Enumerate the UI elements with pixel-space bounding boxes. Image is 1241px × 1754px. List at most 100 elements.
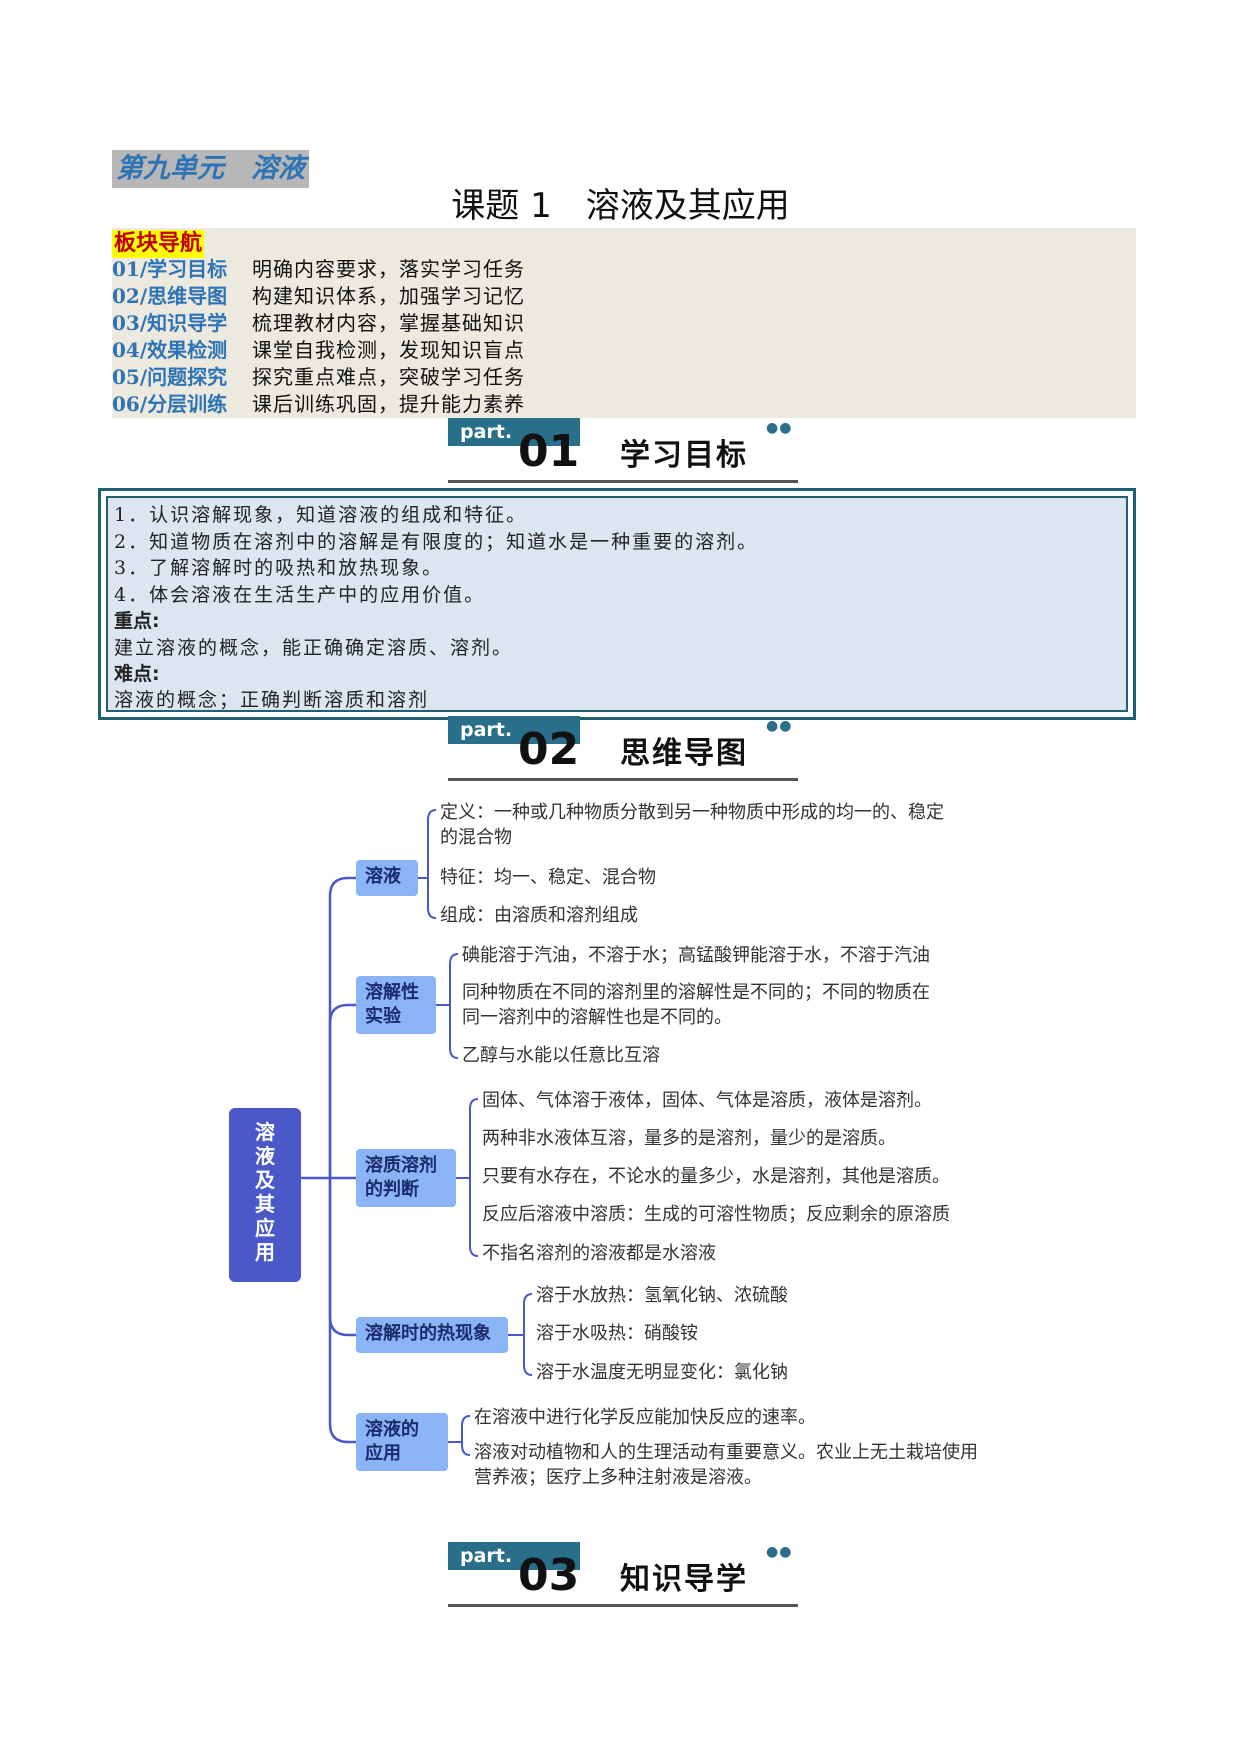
mind-map-branch-label: 的判断 xyxy=(365,1179,419,1200)
section-navigation: 板块导航 01/学习目标明确内容要求，落实学习任务 02/思维导图构建知识体系，… xyxy=(112,228,1136,418)
learning-goals-box: 1．认识溶解现象，知道溶液的组成和特征。 2．知道物质在溶剂中的溶解是有限度的；… xyxy=(98,488,1136,720)
mind-map-branch-label: 溶解时的热现象 xyxy=(365,1323,491,1344)
mind-map-root-label: 溶液及其应用 xyxy=(255,1120,275,1264)
mind-map-leaf: 固体、气体溶于液体，固体、气体是溶质，液体是溶剂。 xyxy=(482,1088,932,1113)
nav-item[interactable]: 05/问题探究探究重点难点，突破学习任务 xyxy=(112,364,525,391)
nav-item-code: 02/思维导图 xyxy=(112,284,228,308)
mind-map-branch: 溶液 xyxy=(356,860,418,896)
mind-map-branch-label: 溶质溶剂 xyxy=(365,1155,437,1176)
part-badge: part. xyxy=(448,418,580,446)
mind-map-leaf-line: 溶液对动植物和人的生理活动有重要意义。农业上无土栽培使用 xyxy=(474,1442,978,1463)
goal-item: 4．体会溶液在生活生产中的应用价值。 xyxy=(114,584,486,606)
mind-map-leaf: 特征：均一、稳定、混合物 xyxy=(440,865,656,890)
mind-map-leaf: 两种非水液体互溶，量多的是溶剂，量少的是溶质。 xyxy=(482,1126,896,1151)
mind-map-leaf-line: 碘能溶于汽油，不溶于水；高锰酸钾能溶于水，不溶于汽油 xyxy=(462,945,930,966)
mind-map-leaf-line: 反应后溶液中溶质：生成的可溶性物质；反应剩余的原溶质 xyxy=(482,1204,950,1225)
mind-map-leaf: 在溶液中进行化学反应能加快反应的速率。 xyxy=(474,1405,816,1430)
mind-map-leaf: 碘能溶于汽油，不溶于水；高锰酸钾能溶于水，不溶于汽油 xyxy=(462,943,930,968)
mind-map-leaf-line: 只要有水存在，不论水的量多少，水是溶剂，其他是溶质。 xyxy=(482,1166,950,1187)
goal-item: 1．认识溶解现象，知道溶液的组成和特征。 xyxy=(114,504,528,526)
nav-item[interactable]: 02/思维导图构建知识体系，加强学习记忆 xyxy=(112,283,525,310)
nav-item-desc: 课堂自我检测，发现知识盲点 xyxy=(252,338,525,362)
mind-map-leaf-line: 溶于水放热：氢氧化钠、浓硫酸 xyxy=(536,1285,788,1306)
difficulty-label: 难点: xyxy=(114,663,160,685)
nav-item[interactable]: 01/学习目标明确内容要求，落实学习任务 xyxy=(112,256,525,283)
nav-item-desc: 课后训练巩固，提升能力素养 xyxy=(252,392,525,416)
part-name: 知识导学 xyxy=(620,1562,748,1597)
mind-map-leaf: 溶于水放热：氢氧化钠、浓硫酸 xyxy=(536,1283,788,1308)
mind-map-leaf: 不指名溶剂的溶液都是水溶液 xyxy=(482,1241,716,1266)
nav-item[interactable]: 03/知识导学梳理教材内容，掌握基础知识 xyxy=(112,310,525,337)
nav-item[interactable]: 06/分层训练课后训练巩固，提升能力素养 xyxy=(112,391,525,418)
mind-map-leaf-line: 特征：均一、稳定、混合物 xyxy=(440,867,656,888)
mind-map-branch-label: 溶液 xyxy=(365,866,401,887)
nav-item-code: 04/效果检测 xyxy=(112,338,228,362)
mind-map-leaf: 反应后溶液中溶质：生成的可溶性物质；反应剩余的原溶质 xyxy=(482,1202,950,1227)
mind-map-leaf: 溶于水温度无明显变化：氯化钠 xyxy=(536,1360,788,1385)
nav-item-code: 03/知识导学 xyxy=(112,311,228,335)
nav-item[interactable]: 04/效果检测课堂自我检测，发现知识盲点 xyxy=(112,337,525,364)
part-header-02: part. 02 思维导图 ●● xyxy=(448,716,798,781)
key-point-text: 建立溶液的概念，能正确确定溶质、溶剂。 xyxy=(114,637,514,659)
nav-heading: 板块导航 xyxy=(112,230,205,258)
mind-map-leaf-line: 营养液；医疗上多种注射液是溶液。 xyxy=(474,1467,762,1488)
part-header-01: part. 01 学习目标 ●● xyxy=(448,418,798,483)
mind-map-leaf-line: 定义：一种或几种物质分散到另一种物质中形成的均一的、稳定 xyxy=(440,802,944,823)
part-number: 01 xyxy=(518,426,580,477)
unit-title: 第九单元 溶液 xyxy=(112,150,309,188)
part-underline xyxy=(448,778,798,781)
mind-map-leaf-line: 乙醇与水能以任意比互溶 xyxy=(462,1045,660,1066)
difficulty-text: 溶液的概念；正确判断溶质和溶剂 xyxy=(114,689,430,711)
mind-map-connector xyxy=(461,1415,471,1456)
mind-map-connector xyxy=(469,1098,479,1257)
goal-item: 2．知道物质在溶剂中的溶解是有限度的；知道水是一种重要的溶剂。 xyxy=(114,531,759,553)
mind-map-leaf-line: 组成：由溶质和溶剂组成 xyxy=(440,905,638,926)
key-point-label: 重点: xyxy=(114,610,160,632)
nav-item-code: 06/分层训练 xyxy=(112,392,228,416)
part-number: 02 xyxy=(518,724,580,775)
nav-item-desc: 明确内容要求，落实学习任务 xyxy=(252,257,525,281)
mind-map-connector xyxy=(449,953,459,1059)
mind-map-branch: 溶解性实验 xyxy=(356,976,436,1034)
mind-map-branch: 溶质溶剂的判断 xyxy=(356,1149,456,1207)
part-badge: part. xyxy=(448,716,580,744)
mind-map-connector xyxy=(523,1293,533,1376)
mind-map-connector xyxy=(328,876,356,1178)
part-underline xyxy=(448,1604,798,1607)
mind-map-leaf-line: 不指名溶剂的溶液都是水溶液 xyxy=(482,1243,716,1264)
mind-map-leaf: 组成：由溶质和溶剂组成 xyxy=(440,903,638,928)
mind-map-branch: 溶液的应用 xyxy=(356,1413,448,1471)
mind-map-branch: 溶解时的热现象 xyxy=(356,1317,508,1353)
mind-map-connector xyxy=(328,1178,356,1337)
mind-map-leaf-line: 固体、气体溶于液体，固体、气体是溶质，液体是溶剂。 xyxy=(482,1090,932,1111)
mind-map-leaf-line: 溶于水温度无明显变化：氯化钠 xyxy=(536,1362,788,1383)
mind-map-leaf: 溶于水吸热：硝酸铵 xyxy=(536,1321,698,1346)
nav-item-desc: 梳理教材内容，掌握基础知识 xyxy=(252,311,525,335)
goal-item: 3．了解溶解时的吸热和放热现象。 xyxy=(114,557,444,579)
decorative-dots-icon: ●● xyxy=(766,1544,793,1560)
part-name: 思维导图 xyxy=(620,736,748,771)
mind-map-connector xyxy=(328,1003,356,1178)
part-badge: part. xyxy=(448,1542,580,1570)
mind-map-leaf-line: 同一溶剂中的溶解性也是不同的。 xyxy=(462,1007,732,1028)
part-number: 03 xyxy=(518,1550,580,1601)
mind-map-leaf: 只要有水存在，不论水的量多少，水是溶剂，其他是溶质。 xyxy=(482,1164,950,1189)
mind-map-connector xyxy=(427,809,437,919)
part-header-03: part. 03 知识导学 ●● xyxy=(448,1542,798,1607)
mind-map-branch-label: 溶解性 xyxy=(365,982,419,1003)
mind-map-leaf: 定义：一种或几种物质分散到另一种物质中形成的均一的、稳定的混合物 xyxy=(440,800,944,850)
part-name: 学习目标 xyxy=(620,438,748,473)
nav-item-desc: 探究重点难点，突破学习任务 xyxy=(252,365,525,389)
nav-item-code: 01/学习目标 xyxy=(112,257,228,281)
lesson-title: 课题 1 溶液及其应用 xyxy=(451,186,790,226)
nav-item-code: 05/问题探究 xyxy=(112,365,228,389)
mind-map-connector xyxy=(328,1178,356,1444)
mind-map-branch-label: 应用 xyxy=(365,1443,401,1464)
mind-map-leaf-line: 的混合物 xyxy=(440,827,512,848)
mind-map-root: 溶液及其应用 xyxy=(229,1108,301,1282)
mind-map-leaf-line: 溶于水吸热：硝酸铵 xyxy=(536,1323,698,1344)
decorative-dots-icon: ●● xyxy=(766,420,793,436)
mind-map-leaf: 乙醇与水能以任意比互溶 xyxy=(462,1043,660,1068)
mind-map-leaf-line: 两种非水液体互溶，量多的是溶剂，量少的是溶质。 xyxy=(482,1128,896,1149)
mind-map-leaf-line: 在溶液中进行化学反应能加快反应的速率。 xyxy=(474,1407,816,1428)
